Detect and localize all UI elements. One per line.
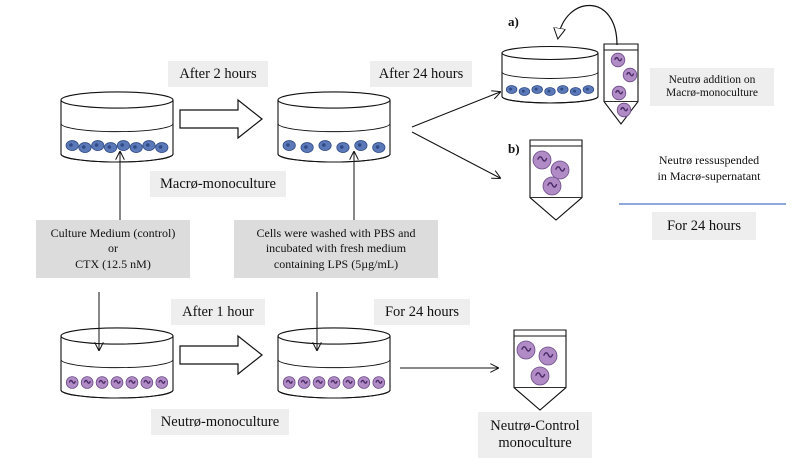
- neutrophil-cell: [532, 150, 552, 170]
- arrow-to-option-b: [411, 131, 500, 178]
- wash-line1: Cells were washed with PBS and: [256, 225, 416, 240]
- neutrophil-cell: [538, 346, 558, 366]
- dish-macro-a: [501, 45, 599, 104]
- hollow-arrow-bottom: [179, 334, 263, 376]
- option-b-marker: b): [508, 141, 520, 156]
- treatment-line2: or: [108, 241, 118, 256]
- option-a-marker: a): [508, 14, 519, 29]
- label-macro-monoculture: Macrø-monoculture: [150, 171, 286, 197]
- wash-line3: containing LPS (5µg/mL): [273, 256, 399, 271]
- tube-neutro-a: [603, 43, 639, 125]
- tube-neutro-control: [513, 329, 567, 411]
- hollow-arrow-top: [179, 98, 263, 140]
- option-a-line2: Macrø-monoculture: [666, 87, 758, 99]
- label-neutro-control: Neutrø-Control monoculture: [478, 412, 592, 458]
- neutro-control-line1: Neutrø-Control: [490, 418, 580, 435]
- label-after-2-hours: After 2 hours: [168, 61, 268, 87]
- option-b-line2: in Macrø-supernatant: [657, 169, 761, 184]
- option-b-line1: Neutrø ressuspended: [658, 153, 760, 167]
- curved-arrow-addition: [558, 4, 618, 46]
- treatment-box: Culture Medium (control) or CTX (12.5 nM…: [36, 220, 190, 278]
- dish-neutro-1h: [277, 327, 391, 399]
- label-after-1-hour: After 1 hour: [171, 299, 265, 325]
- neutro-control-line2: monoculture: [498, 435, 572, 451]
- dish-macro-24h: [277, 91, 391, 163]
- treatment-line1: Culture Medium (control): [50, 225, 176, 240]
- dish-macro-start: [60, 91, 174, 163]
- neutrophil-cell: [550, 160, 570, 180]
- tube-neutro-b: [529, 139, 583, 221]
- wash-line2: incubated with fresh medium: [265, 241, 407, 256]
- label-after-24-hours: After 24 hours: [370, 61, 472, 87]
- treatment-line3: CTX (12.5 nM): [75, 256, 151, 271]
- dish-neutro-start: [60, 327, 174, 399]
- wash-box: Cells were washed with PBS and incubated…: [234, 220, 438, 278]
- option-b-description: Neutrø ressuspended in Macrø-supernatant: [636, 152, 782, 184]
- option-a-description: Neutrø addition on Macrø-monoculture: [650, 68, 774, 106]
- neutrophil-cell: [542, 176, 562, 196]
- arrow-to-option-a: [411, 92, 500, 128]
- neutrophil-cell: [516, 340, 536, 360]
- option-a-line1: Neutrø addition on: [668, 73, 756, 86]
- label-for-24-hours-right: For 24 hours: [652, 212, 756, 240]
- label-neutro-monoculture: Neutrø-monoculture: [151, 409, 289, 435]
- neutrophil-cell: [530, 366, 550, 386]
- label-for-24-hours-bottom: For 24 hours: [374, 299, 470, 325]
